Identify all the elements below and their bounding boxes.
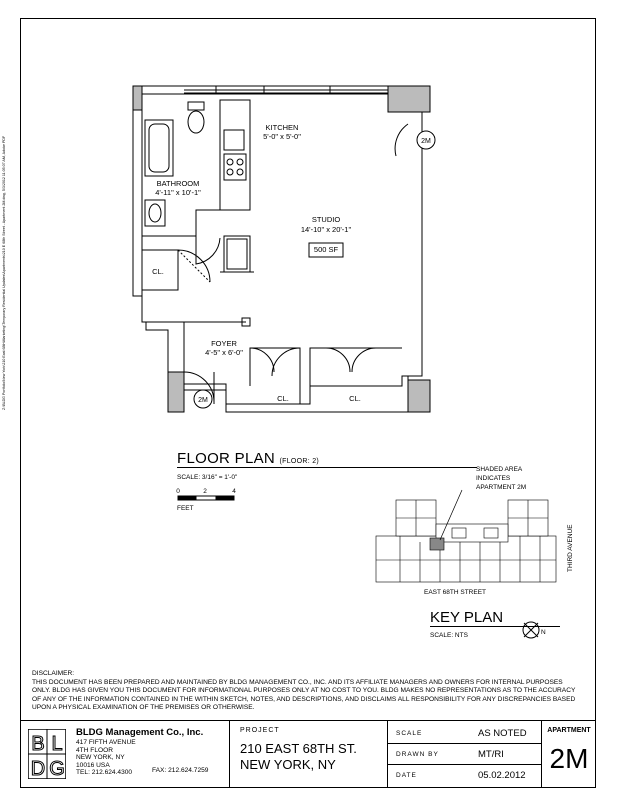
key-note-line: INDICATES (476, 475, 511, 482)
disclaimer-text: THIS DOCUMENT HAS BEEN PREPARED AND MAIN… (32, 678, 576, 712)
apartment-2m-highlight (429, 537, 445, 551)
toilet (187, 110, 205, 134)
pier-ne (387, 85, 431, 113)
interior-face (141, 93, 423, 405)
apartment-number: 2M (549, 743, 589, 774)
key-note-line: SHADED AREA (476, 466, 523, 473)
window-door-ne (394, 123, 409, 157)
closet-label: CL. (277, 394, 289, 403)
kitchen-label: KITCHEN (266, 123, 299, 132)
closet-label: CL. (349, 394, 361, 403)
phone: TEL: 212.624.4300 (76, 769, 133, 777)
disclaimer-label: DISCLAIMER: (32, 670, 75, 677)
key-plan-drawing (375, 499, 557, 583)
bathroom-dims: 4'-11" x 10'-1" (155, 188, 201, 197)
apartment-label: APARTMENT (547, 727, 591, 734)
bathroom-door (195, 236, 221, 265)
apartment-cell: APARTMENT 2M (542, 721, 596, 787)
area-box (308, 242, 344, 258)
pier-nw (132, 85, 143, 111)
disclaimer: DISCLAIMER: THIS DOCUMENT HAS BEEN PREPA… (32, 670, 577, 713)
bathtub (144, 119, 174, 177)
area-value: 500 SF (314, 245, 339, 254)
scale-bar (177, 495, 235, 501)
svg-text:B: B (31, 733, 44, 755)
sink (144, 199, 166, 227)
unit-tag-entry (193, 389, 213, 409)
company-name: BLDG Management Co., Inc. (76, 727, 204, 738)
pier-se (407, 379, 431, 413)
floor-plan-title: FLOOR PLAN (FLOOR: 2) (177, 450, 320, 467)
scale-tick: 4 (232, 488, 236, 495)
bathroom-label: BATHROOM (157, 179, 200, 188)
unit-tag-text: 2M (198, 397, 208, 404)
kitchen-dims: 5'-0" x 5'-0" (263, 132, 301, 141)
closet-1 (142, 249, 179, 291)
title-rule (430, 626, 560, 627)
studio-label: STUDIO (312, 215, 341, 224)
key-plan-title: KEY PLAN (430, 609, 504, 626)
scale-units: FEET (177, 505, 194, 512)
project-cell: PROJECT 210 EAST 68TH ST. NEW YORK, NY (230, 721, 388, 787)
project-address: 210 EAST 68TH ST. NEW YORK, NY (240, 741, 357, 772)
scale-tick: 0 (176, 488, 180, 495)
floor-plan-scale: SCALE: 3/16" = 1'-0" (177, 474, 238, 481)
pier-sw (167, 371, 185, 413)
foyer-label: FOYER (211, 339, 237, 348)
project-label: PROJECT (240, 727, 280, 734)
floor-number: (FLOOR: 2) (279, 458, 320, 465)
closet-2 (249, 347, 301, 404)
street-label: EAST 68TH STREET (424, 589, 486, 596)
svg-text:G: G (49, 758, 65, 779)
unit-tag-text: 2M (421, 138, 431, 145)
fax: FAX: 212.624.7259 (152, 767, 209, 774)
svg-text:L: L (51, 733, 62, 755)
title-rule (177, 467, 477, 468)
north-label: N (541, 629, 546, 636)
avenue-label: THIRD AVENUE (567, 524, 574, 572)
drawing-frame (20, 18, 596, 788)
company-address: 417 FIFTH AVENUE 4TH FLOOR NEW YORK, NY … (76, 739, 136, 777)
svg-text:D: D (31, 758, 45, 779)
key-plan-scale: SCALE: NTS (430, 632, 468, 639)
closet-label: CL. (152, 267, 164, 276)
unit-tag-ne (416, 130, 436, 150)
key-note-line: APARTMENT 2M (476, 484, 526, 491)
studio-dims: 14'-10" x 20'-1" (301, 225, 352, 234)
scale-tick: 2 (203, 488, 207, 495)
foyer-dims: 4'-5" x 6'-0" (205, 348, 243, 357)
